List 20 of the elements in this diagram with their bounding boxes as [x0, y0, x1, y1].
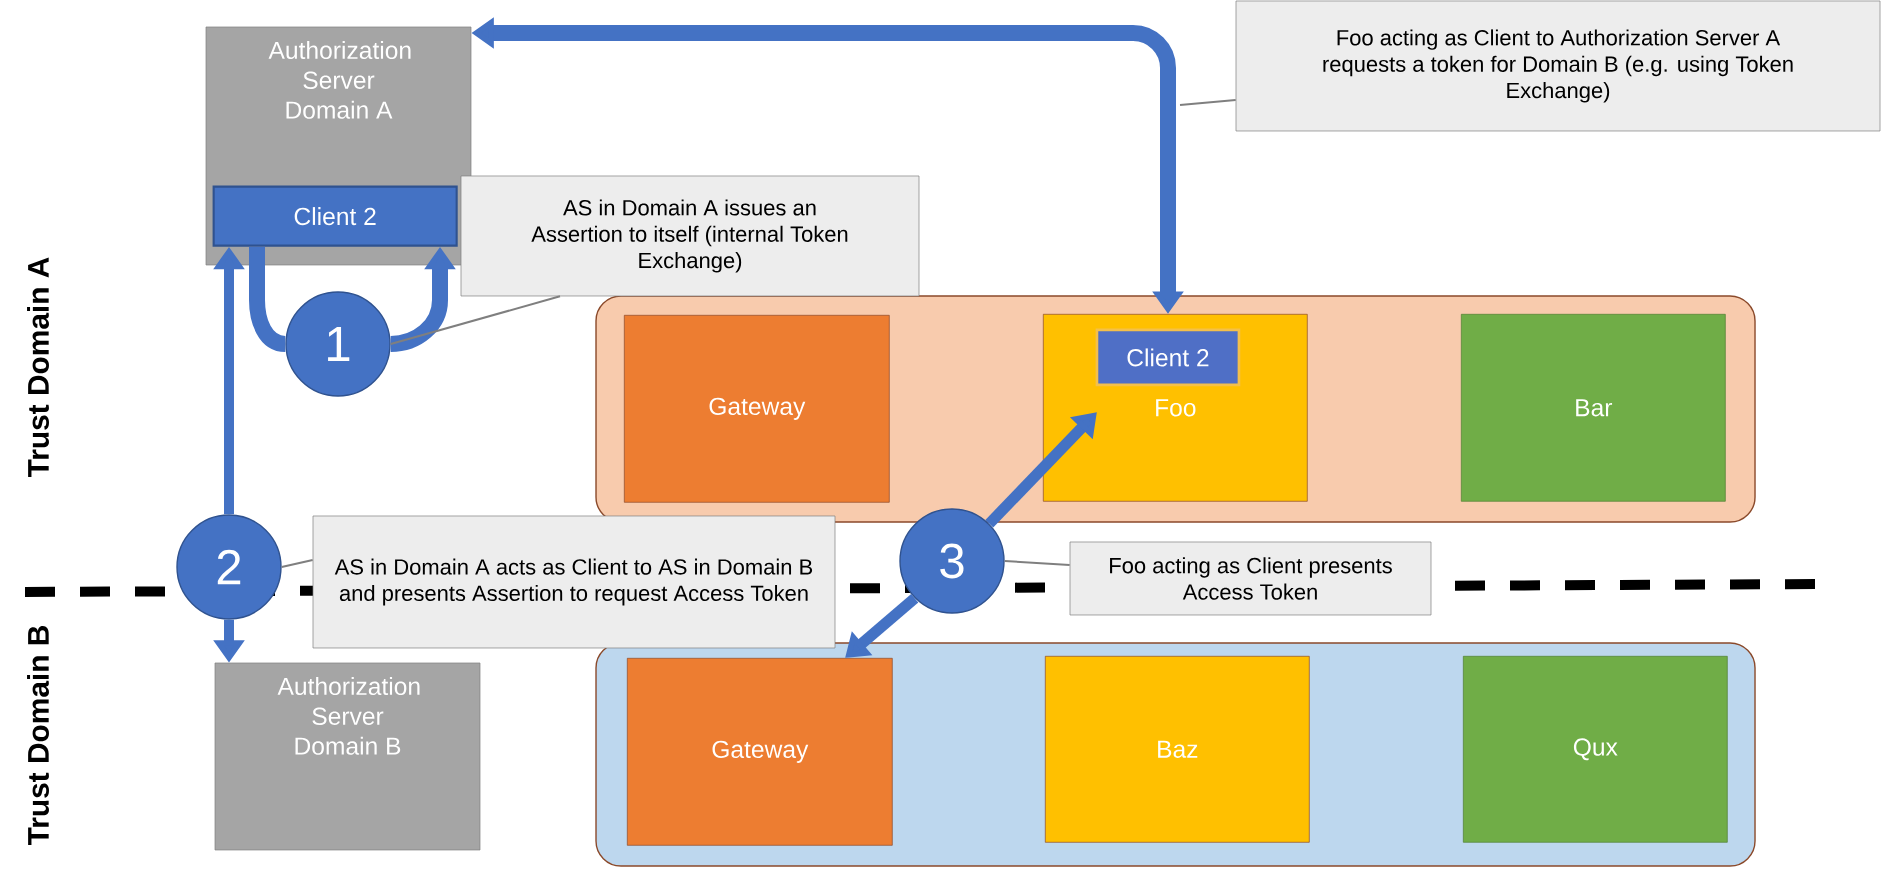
- leader-line: [390, 295, 561, 345]
- vertical-label: Trust Domain B: [27, 626, 49, 846]
- callout-box: AS in Domain A issues an Assertion to itself (internal Token Exchange): [460, 175, 920, 297]
- leader-line: [1179, 98, 1236, 107]
- callout-box: AS in Domain A acts as Client to AS in Domain B and presents Assertion to request Access Token: [312, 515, 836, 649]
- client-box: Client 2: [1095, 328, 1241, 387]
- callout-box: Foo acting as Client presents Access Token: [1069, 541, 1432, 616]
- service-box: Qux: [1462, 655, 1728, 843]
- connector-line: [249, 246, 287, 352]
- callout-box: Foo acting as Client to Authorization Server A requests a token for Domain B (e.g. using Token Exchange): [1235, 0, 1881, 132]
- service-box: Bar: [1460, 313, 1726, 502]
- client-box: Client 2: [212, 185, 458, 247]
- service-box: Baz: [1044, 655, 1310, 843]
- vertical-label: Trust Domain A: [27, 257, 49, 478]
- arrow: [985, 412, 1097, 528]
- service-box: Gateway: [623, 314, 890, 503]
- leader-line: [1004, 559, 1070, 567]
- server-box: Authorization Server Domain B: [214, 662, 481, 851]
- leader-line: [281, 558, 313, 569]
- service-box: Gateway: [626, 657, 893, 846]
